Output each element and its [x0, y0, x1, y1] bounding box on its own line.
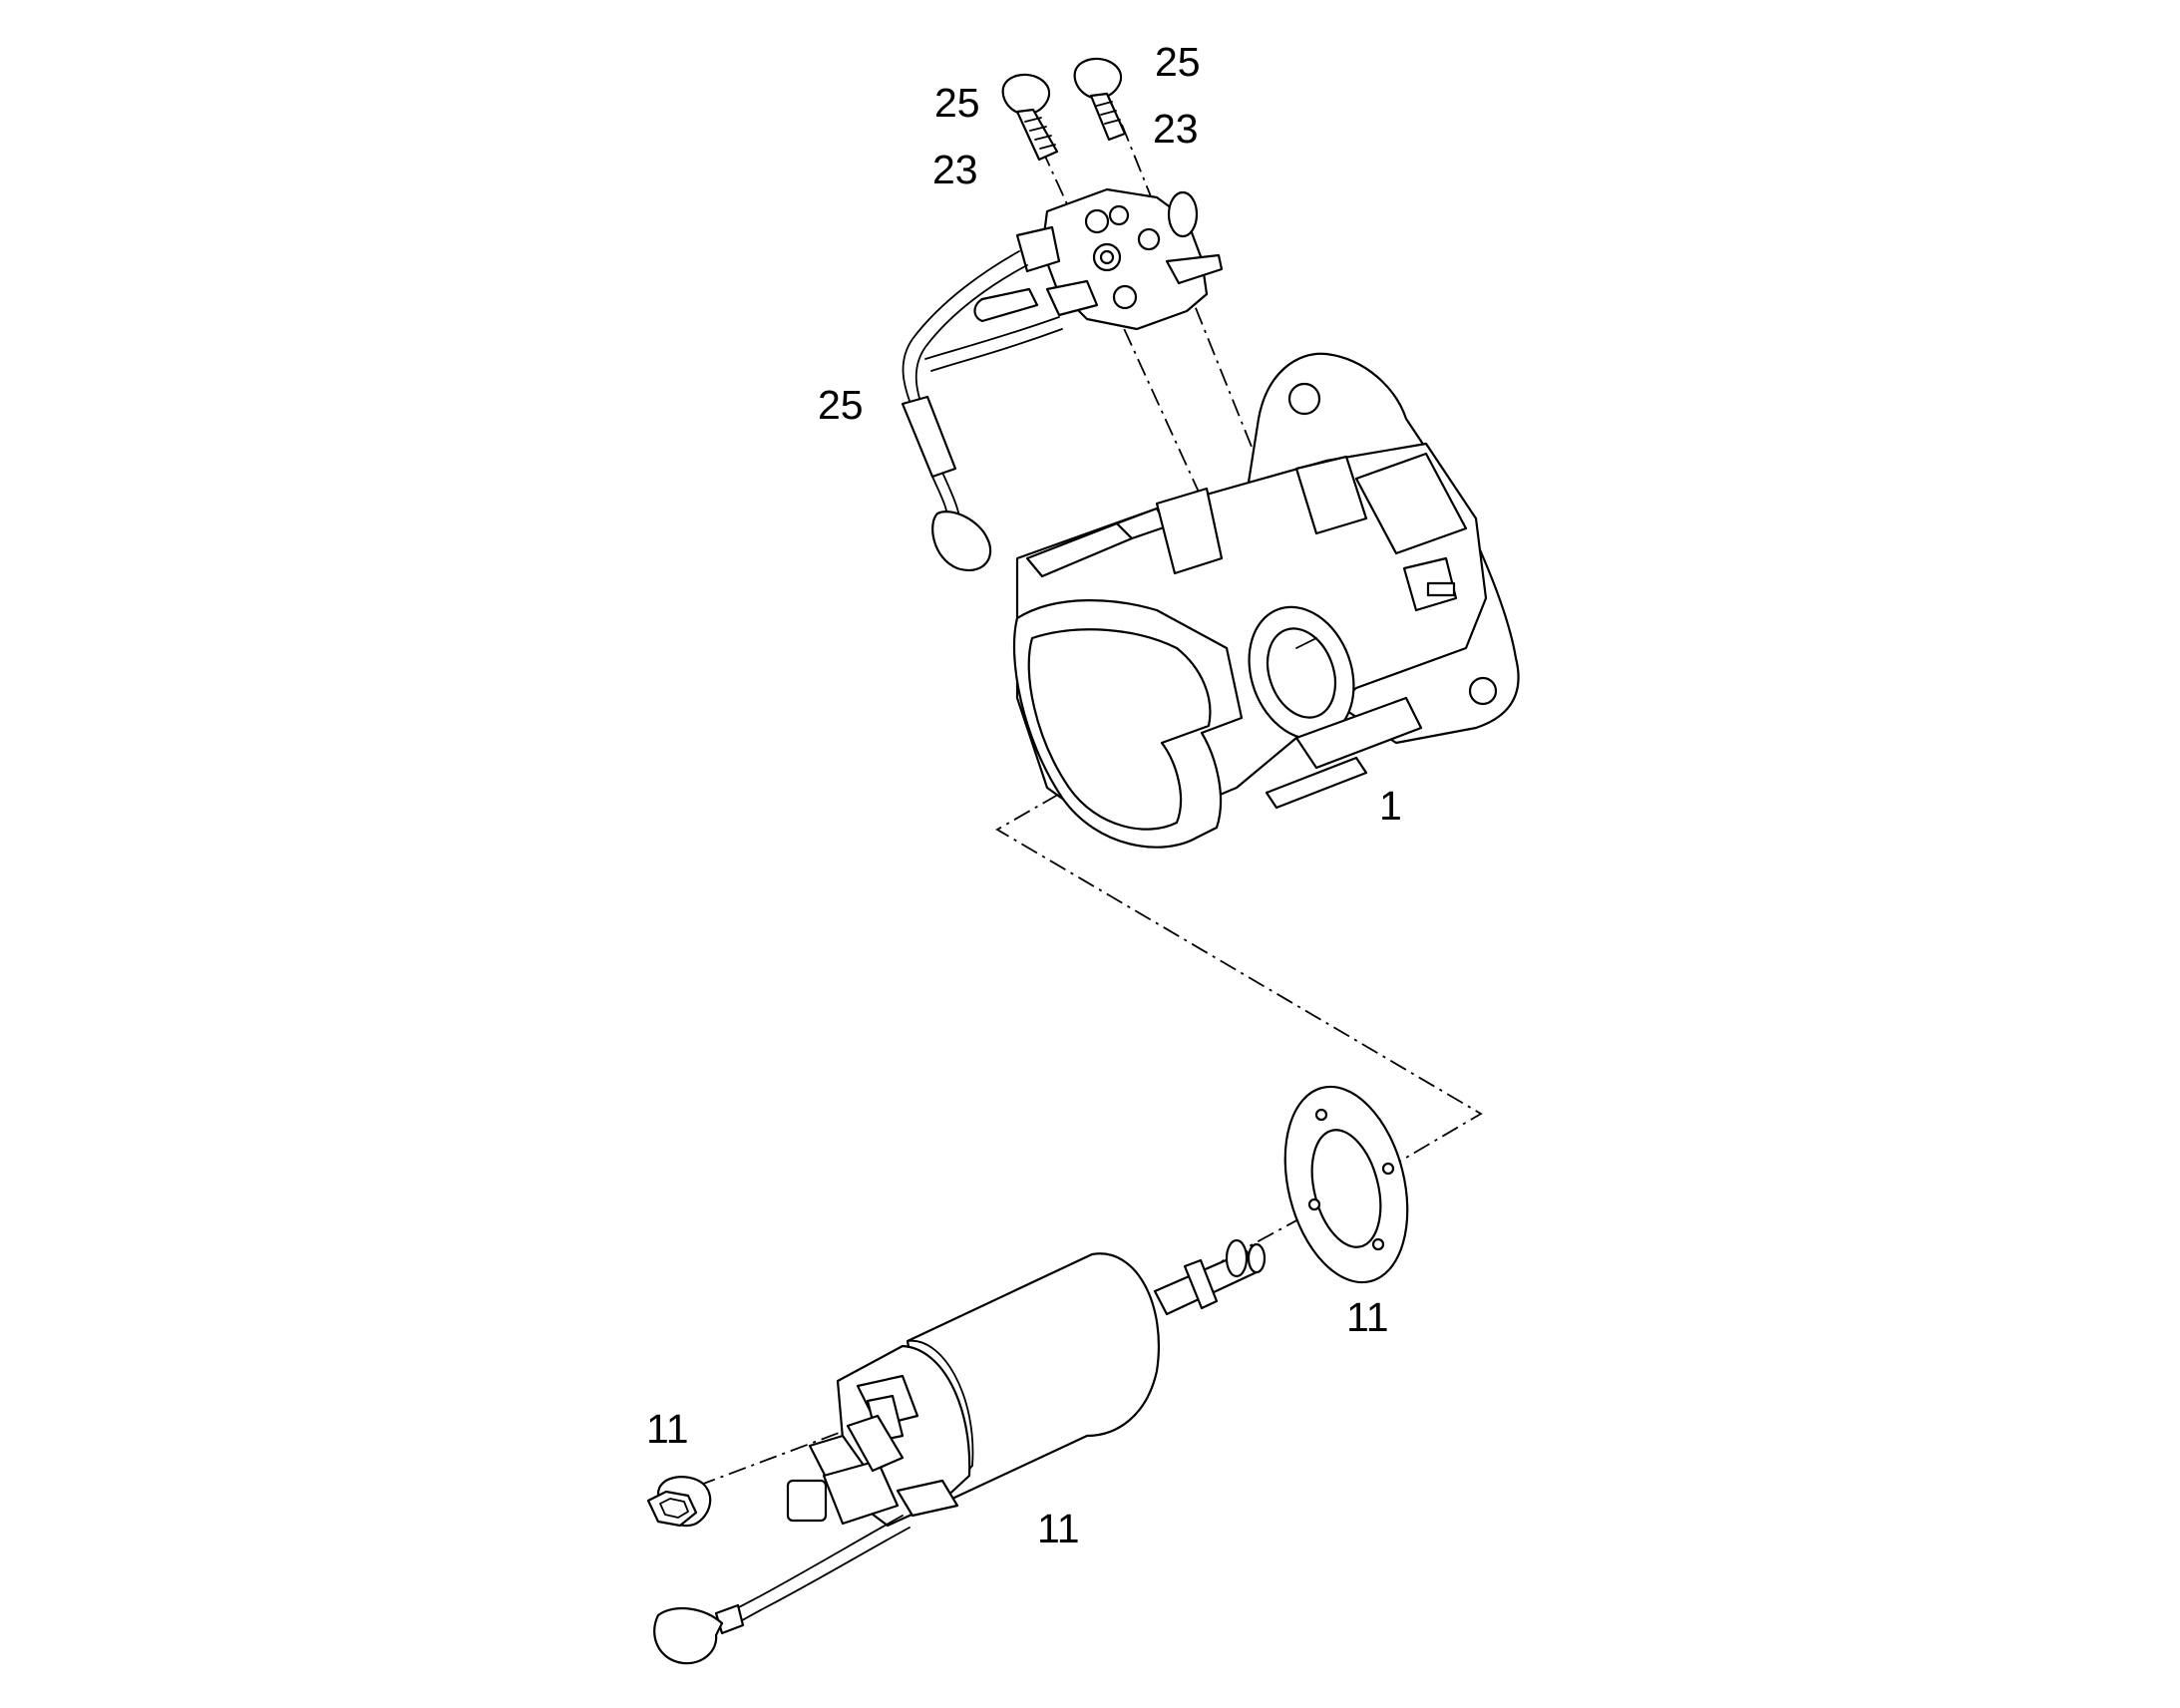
callout-gasket: 11 — [1346, 1294, 1389, 1340]
ring-terminal-icon — [931, 511, 992, 571]
callout-screw-head-right: 25 — [1155, 39, 1201, 85]
callout-wire-harness: 25 — [818, 382, 864, 428]
gasket[interactable] — [1267, 1074, 1427, 1295]
solenoid[interactable] — [786, 1238, 1267, 1528]
screw-icon — [1073, 57, 1127, 142]
hex-nut[interactable] — [646, 1476, 712, 1528]
solenoid-cable[interactable] — [653, 1515, 910, 1665]
hex-nut-icon — [646, 1476, 712, 1528]
callout-solenoid-nut: 11 — [646, 1406, 689, 1452]
gasket-ring-icon — [1283, 1085, 1409, 1284]
screw-right[interactable] — [1073, 57, 1127, 142]
callout-labels: 25 23 25 23 25 1 11 11 11 — [646, 39, 1402, 1551]
callout-solenoid: 11 — [1037, 1506, 1080, 1551]
callout-housing: 1 — [1379, 783, 1402, 829]
callout-screw-body-left: 23 — [932, 147, 978, 192]
wire-harness[interactable] — [901, 250, 1063, 571]
screw-left[interactable] — [1001, 73, 1059, 162]
housing[interactable] — [1012, 352, 1520, 849]
ring-terminal-icon — [653, 1607, 724, 1665]
leader-nut-to-solenoid — [697, 1425, 859, 1487]
terminal-block-assembly[interactable] — [973, 187, 1224, 331]
callout-screw-body-right: 23 — [1153, 106, 1199, 152]
screw-icon — [1001, 73, 1059, 162]
callout-screw-head-left: 25 — [934, 80, 980, 126]
